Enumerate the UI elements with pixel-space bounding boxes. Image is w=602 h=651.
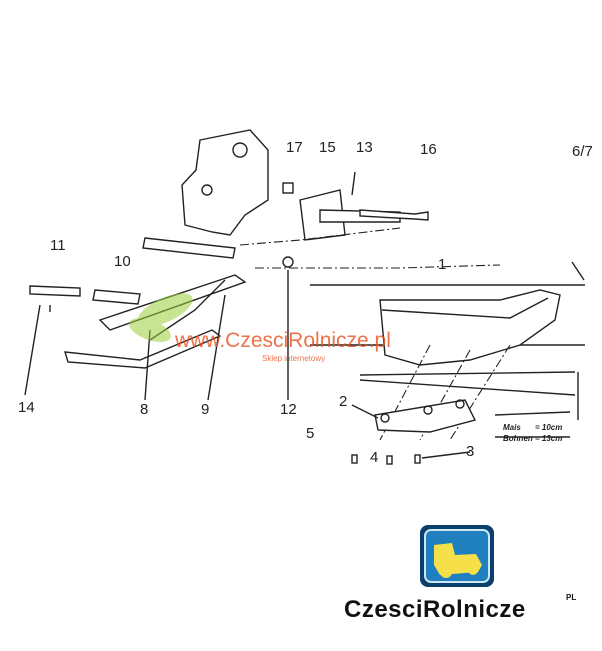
tube-11 [29, 285, 81, 297]
callout-13: 13 [356, 139, 373, 156]
bracket-hole [201, 184, 213, 196]
bolt-5 [351, 454, 358, 464]
nut-17 [282, 182, 294, 194]
callout-4: 4 [370, 449, 378, 466]
callout-10: 10 [114, 253, 131, 270]
callout-16: 16 [420, 141, 437, 158]
callout-6-7: 6/7 [572, 143, 593, 160]
frame-8 [64, 329, 222, 369]
mounting-bracket [181, 129, 269, 236]
bolt-3 [414, 454, 421, 464]
legend-crop-bohnen: Bohnen [503, 434, 533, 443]
legend-crop-mais: Mais [503, 423, 521, 432]
callout-1: 1 [438, 256, 446, 273]
pin-13 [351, 171, 356, 196]
callout-17: 17 [286, 139, 303, 156]
callout-8: 8 [140, 401, 148, 418]
watermark-subtitle: Sklep internetowy [262, 354, 325, 363]
logo-badge-icon [420, 525, 494, 587]
callout-5: 5 [306, 425, 314, 442]
legend-value-bohnen: = 13cm [535, 434, 562, 443]
callout-2: 2 [339, 393, 347, 410]
callout-14: 14 [18, 399, 35, 416]
shoe-1 [379, 289, 561, 366]
callout-12: 12 [280, 401, 297, 418]
logo-superscript: PL [566, 593, 576, 602]
callout-11: 11 [50, 237, 66, 254]
bolt-6-7 [571, 261, 585, 281]
callout-15: 15 [319, 139, 336, 156]
tube-upper [142, 237, 236, 259]
callout-3: 3 [466, 443, 474, 460]
bolt-4 [386, 455, 393, 465]
bolt-16 [359, 209, 429, 221]
bracket-hole [232, 142, 248, 158]
tube-10 [92, 289, 141, 305]
washer-12 [282, 256, 294, 268]
callout-9: 9 [201, 401, 209, 418]
legend-value-mais: = 10cm [535, 423, 562, 432]
shoe-2 [374, 399, 477, 433]
logo-text: CzesciRolnicze [344, 596, 526, 623]
watermark-url: www.CzesciRolnicze.pl [174, 329, 391, 352]
watermark-leaf-icon [129, 293, 193, 343]
